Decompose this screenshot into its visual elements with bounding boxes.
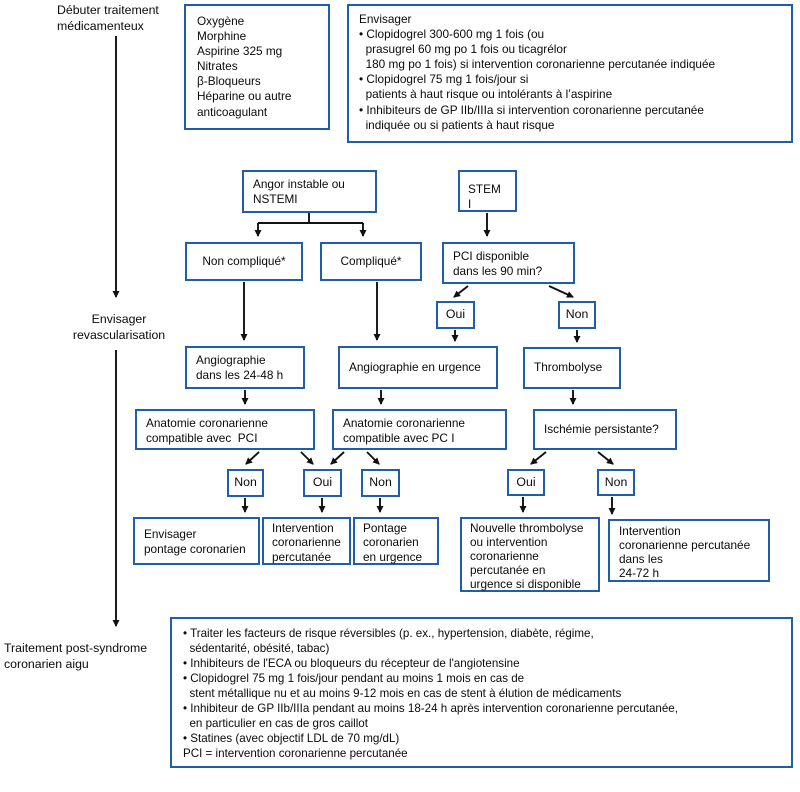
box-pci: Intervention coronarienne percutanée <box>262 517 351 565</box>
box-urgent-angiography: Angiographie en urgence <box>338 346 498 389</box>
box-post-acs-care: • Traiter les facteurs de risque réversi… <box>170 617 793 768</box>
box-pci-available-90min: PCI disponible dans les 90 min? <box>442 242 575 284</box>
box-non-pci-available: Non <box>558 301 596 329</box>
box-angiography-24-48h: Angiographie dans les 24-48 h <box>185 346 305 389</box>
flow-arrows <box>112 36 616 627</box>
box-consider-cabg: Envisager pontage coronarien <box>133 517 260 565</box>
box-initial-medications: Oxygène Morphine Aspirine 325 mg Nitrate… <box>184 4 330 130</box>
box-non-ischemia: Non <box>597 469 635 496</box>
box-persistent-ischemia: Ischémie persistante? <box>533 409 677 450</box>
box-unstable-angina-nstemi: Angor instable ou NSTEMI <box>242 170 377 213</box>
box-repeat-thrombolysis-or-pci: Nouvelle thrombolyse ou intervention cor… <box>460 517 600 592</box>
box-non-anatomy-1: Non <box>227 469 264 497</box>
box-oui-ischemia: Oui <box>507 469 545 496</box>
box-oui-anatomy: Oui <box>303 469 342 497</box>
box-uncomplicated: Non compliqué* <box>185 242 303 281</box>
box-stemi: STEM I <box>458 170 517 212</box>
box-oui-pci-available: Oui <box>436 301 475 329</box>
box-urgent-cabg: Pontage coronarien en urgence <box>353 517 439 565</box>
stage-label-post-acs-treatment: Traitement post-syndrome coronarien aigu <box>4 641 148 671</box>
stage-label-consider-revascularisation: Envisager revascularisation <box>72 312 166 342</box>
stage-label-start-treatment: Débuter traitement médicamenteux <box>57 3 159 33</box>
box-complicated: Compliqué* <box>320 242 422 281</box>
box-anatomy-compatible-pci-2: Anatomie coronarienne compatible avec PC… <box>332 409 507 450</box>
box-pci-24-72h: Intervention coronarienne percutanée dan… <box>608 519 770 582</box>
box-thrombolysis: Thrombolyse <box>523 347 621 389</box>
box-non-anatomy-2: Non <box>361 469 400 497</box>
box-anatomy-compatible-pci-1: Anatomie coronarienne compatible avec PC… <box>135 409 315 450</box>
box-consider-antiplatelets: Envisager • Clopidogrel 300-600 mg 1 foi… <box>347 4 793 143</box>
